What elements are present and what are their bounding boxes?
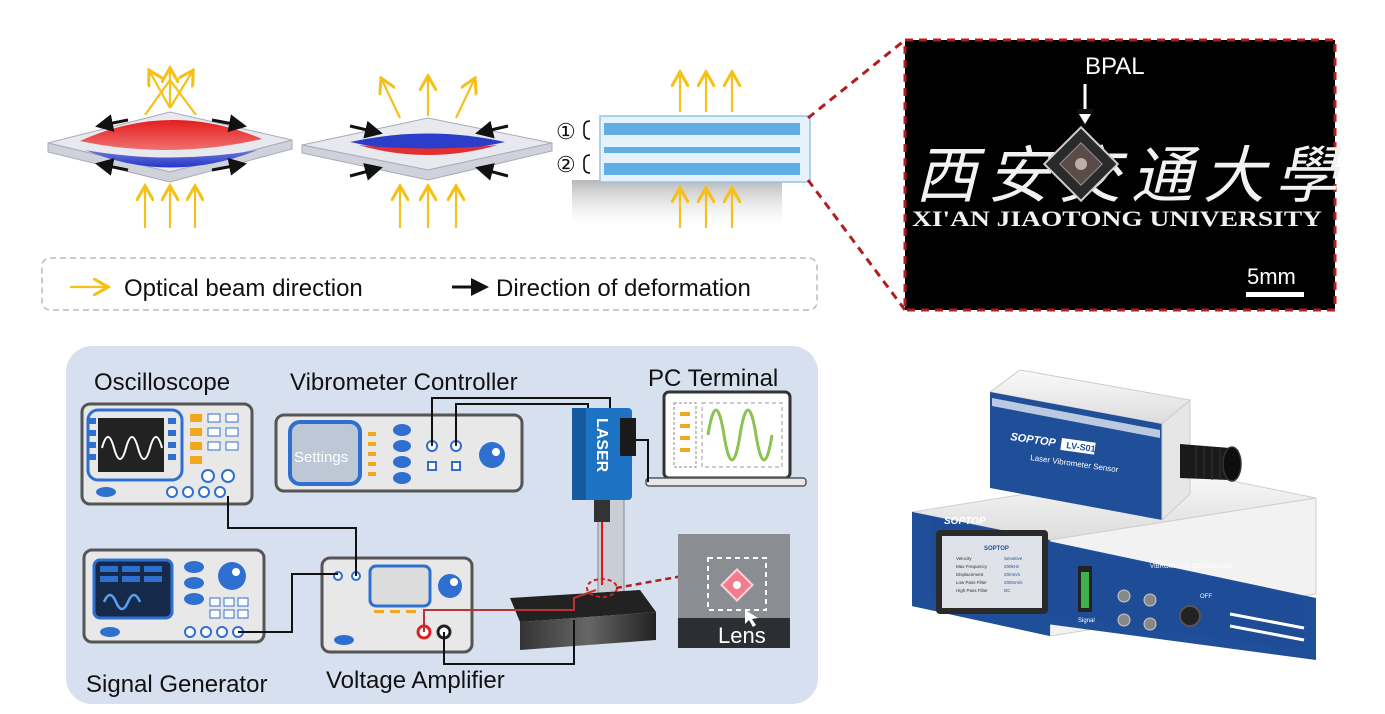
inset-zoom-arrow: [615, 568, 697, 590]
optical-arrows-3: [680, 74, 732, 228]
layer-marker-one: ①: [556, 119, 576, 144]
off-label: OFF: [1200, 594, 1212, 600]
signal-generator-label: Signal Generator: [86, 671, 267, 698]
lens-label: Lens: [718, 623, 766, 648]
signal-label: Signal: [1078, 618, 1095, 624]
chinese-calligraphy: 西安交通大學: [915, 143, 1347, 211]
lens-convex-illustration: [47, 70, 293, 228]
lens-closeup-inset: Lens: [678, 534, 790, 648]
layer-marker-two: ②: [556, 152, 576, 177]
vibrometer-controller-label: Vibrometer Controller: [290, 369, 518, 396]
zoom-line-top: [807, 38, 906, 120]
laser-head-assembly: LASER: [510, 408, 656, 650]
experimental-setup-panel: Oscilloscope Vibrometer Controller PC Te…: [66, 346, 818, 704]
oscilloscope-device: [80, 402, 254, 506]
controller-brand: SOPTOP: [944, 516, 986, 527]
university-english-name: XI'AN JIAOTONG UNIVERSITY: [912, 206, 1322, 231]
scale-bar-label: 5mm: [1247, 264, 1296, 289]
pc-terminal-device: [645, 390, 807, 487]
deformation-arrows-2: [349, 120, 509, 181]
legend-box: Optical beam direction Direction of defo…: [41, 257, 818, 311]
scale-bar: [1246, 292, 1304, 297]
controller-front-panel: SOPTOP Velocity Max Frequency Displaceme…: [912, 512, 1316, 660]
screen-row-velocity: Velocity: [956, 556, 972, 561]
optical-arrows-2: [382, 78, 474, 228]
settings-label: Settings: [294, 449, 348, 466]
legend-deformation-label: Direction of deformation: [496, 275, 751, 302]
laser-sensor-head: SOPTOP LV-S01 Laser Vibrometer Sensor: [988, 369, 1242, 522]
red-cable: [423, 589, 597, 632]
vibrometer-controller-device: Settings: [274, 413, 524, 493]
voltage-amplifier-label: Voltage Amplifier: [326, 667, 505, 694]
bpal-label: BPAL: [1085, 53, 1145, 80]
bpal-photo: BPAL 西安交通大學 XI'AN JIAOTONG UNIVERSITY 5m…: [903, 38, 1347, 312]
controller-title: VIBROMETER CONTROLLER: [1150, 564, 1233, 570]
screen-row-low-pass: Low Pass Filter: [956, 580, 987, 585]
layer-cross-section: ① ②: [556, 74, 811, 228]
lens-concave-illustration: [301, 78, 553, 228]
sensor-model: LV-S01: [1066, 440, 1096, 454]
screen-value-velocity: Sensitive: [1004, 556, 1023, 561]
optical-arrows-1: [145, 70, 196, 228]
lens-sample-photo: [1042, 125, 1120, 203]
screen-value-low-pass: 200mm/s: [1004, 580, 1023, 585]
screen-value-max-frequency: 200kHz: [1004, 564, 1020, 569]
screen-row-max-frequency: Max Frequency: [956, 564, 988, 569]
vibrometer-product-render: SOPTOP Velocity Max Frequency Displaceme…: [911, 369, 1317, 660]
oscilloscope-label: Oscilloscope: [94, 369, 230, 396]
screen-value-displacement: 20mm/s: [1004, 572, 1021, 577]
screen-row-high-pass: High Pass Filter: [956, 588, 988, 593]
screen-brand: SOPTOP: [984, 546, 1009, 552]
zoom-line-bottom: [806, 179, 907, 311]
laser-label: LASER: [593, 418, 610, 473]
cables: [227, 397, 649, 665]
deformation-arrows-1: [95, 114, 247, 176]
legend-optical-label: Optical beam direction: [124, 275, 363, 302]
screen-value-high-pass: DC: [1004, 588, 1011, 593]
voltage-amplifier-device: [320, 556, 474, 654]
pc-terminal-label: PC Terminal: [648, 365, 778, 392]
signal-generator-device: [82, 548, 266, 644]
cursor-pointer-icon: [745, 610, 758, 627]
screen-row-displacement: Displacement: [956, 572, 984, 577]
